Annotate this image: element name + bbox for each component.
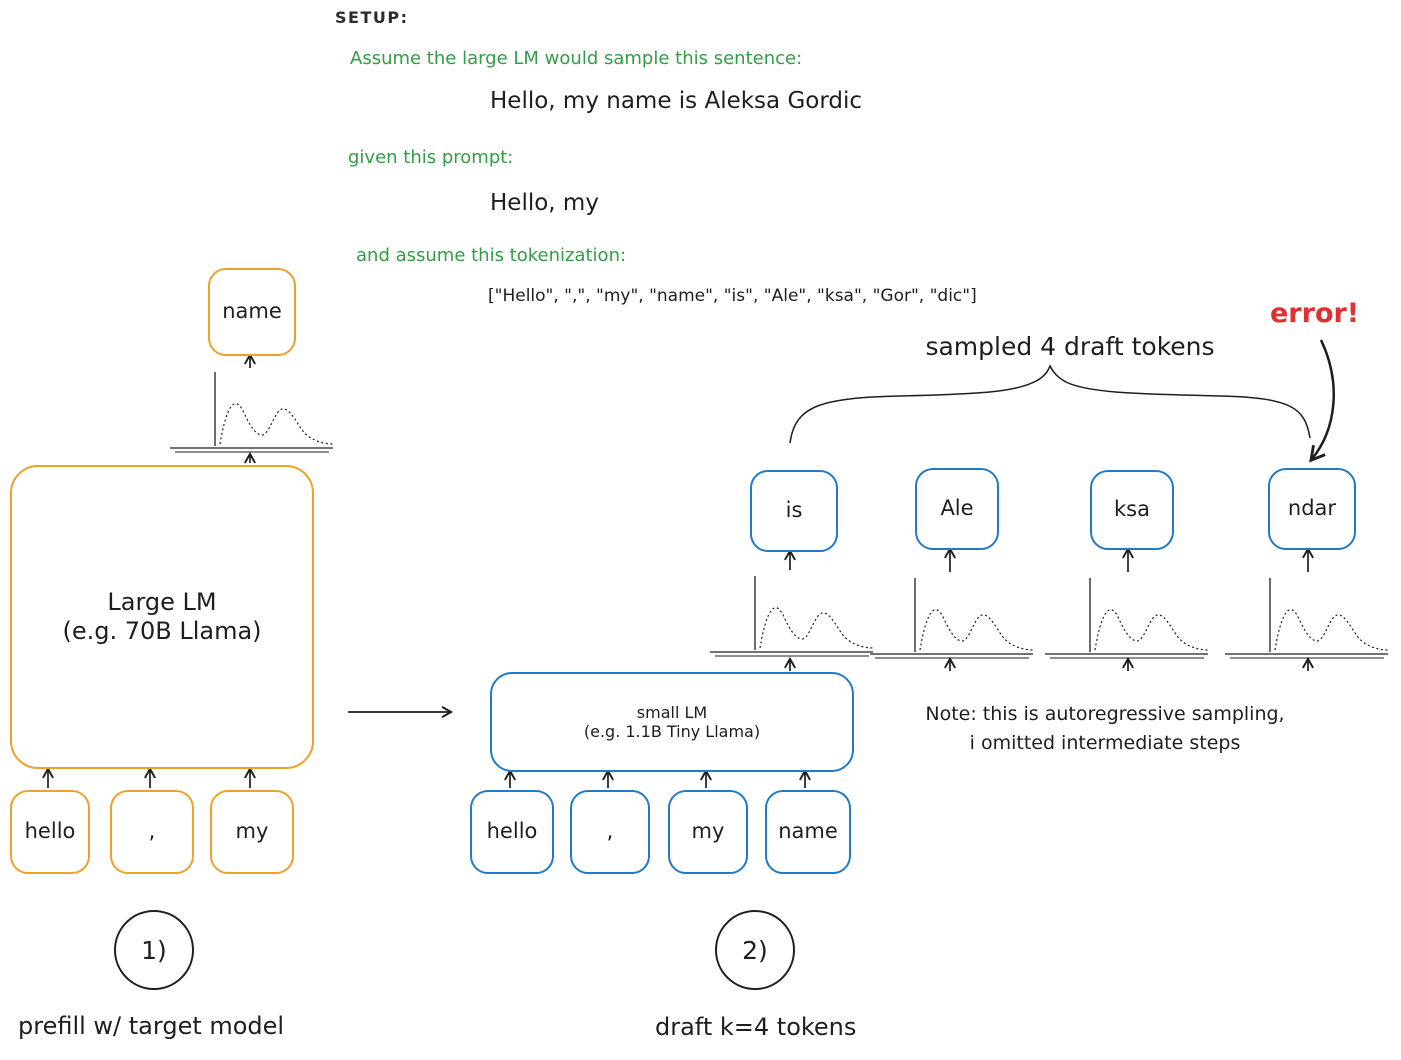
setup-tokenization: ["Hello", ",", "my", "name", "is", "Ale"…	[488, 286, 977, 306]
setup-prompt-label: given this prompt:	[348, 147, 514, 168]
setup-assumption-label: Assume the large LM would sample this se…	[350, 48, 803, 69]
note: Note: this is autoregressive sampling, i…	[915, 700, 1295, 759]
draft-input-token: ,	[570, 790, 650, 874]
setup-title: SETUP:	[335, 8, 409, 27]
step-2-caption: draft k=4 tokens	[655, 1013, 857, 1041]
small-lm-box: small LM (e.g. 1.1B Tiny Llama)	[490, 672, 854, 772]
step-1-badge: 1)	[114, 910, 194, 990]
note-line-1: Note: this is autoregressive sampling,	[925, 703, 1285, 725]
draft-token: is	[750, 470, 838, 552]
brace-label: sampled 4 draft tokens	[925, 332, 1215, 361]
draft-input-token: name	[765, 790, 851, 874]
draft-token: ksa	[1090, 470, 1174, 550]
target-input-token: hello	[10, 790, 90, 874]
note-line-2: i omitted intermediate steps	[969, 732, 1241, 755]
large-lm-subtitle: (e.g. 70B Llama)	[62, 617, 262, 645]
small-lm-name: small LM	[636, 702, 708, 722]
draft-input-token: hello	[470, 790, 554, 874]
target-input-token: my	[210, 790, 294, 874]
setup-sentence: Hello, my name is Aleksa Gordic	[490, 88, 863, 114]
setup-tokenization-label: and assume this tokenization:	[356, 245, 627, 266]
draft-token-error: ndar	[1268, 468, 1356, 550]
draft-token: Ale	[915, 468, 999, 550]
draft-input-token: my	[668, 790, 748, 874]
large-lm-box: Large LM (e.g. 70B Llama)	[10, 465, 314, 769]
setup-prompt: Hello, my	[490, 190, 599, 216]
step-1-caption: prefill w/ target model	[18, 1012, 285, 1040]
target-input-token: ,	[110, 790, 194, 874]
large-lm-name: Large LM	[107, 588, 217, 617]
target-output-token: name	[208, 268, 296, 356]
step-2-badge: 2)	[715, 910, 795, 990]
small-lm-subtitle: (e.g. 1.1B Tiny Llama)	[583, 722, 761, 741]
error-label: error!	[1270, 298, 1360, 329]
